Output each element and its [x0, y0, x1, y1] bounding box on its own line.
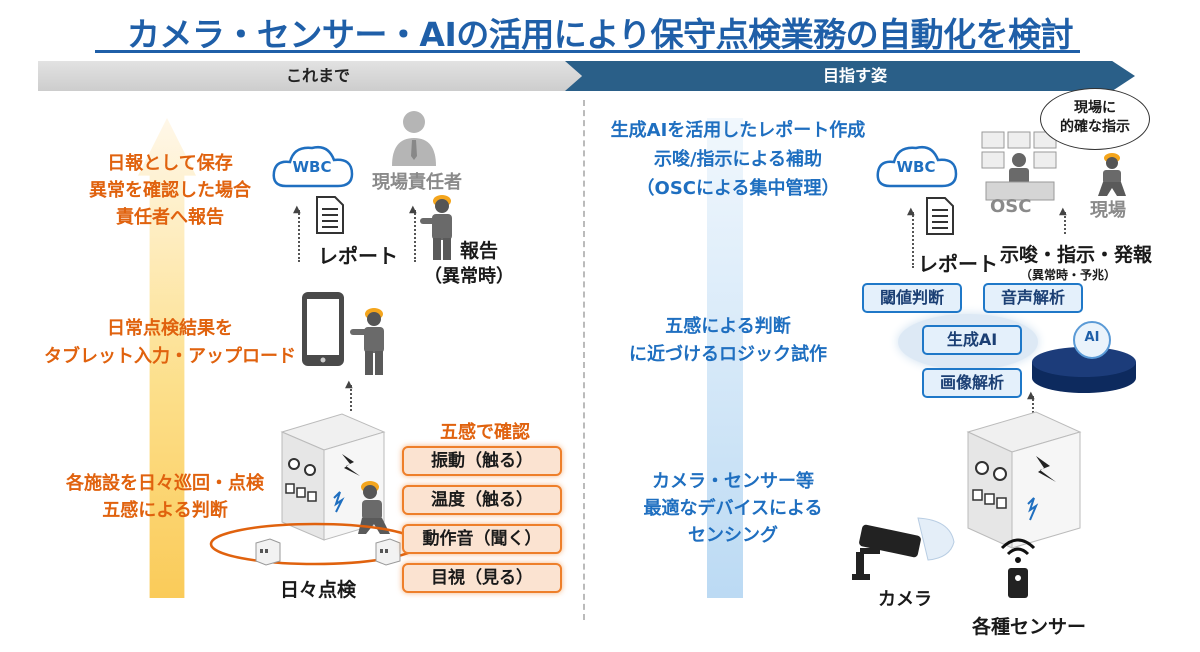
- right-step-bottom-line1: カメラ・センサー等: [652, 471, 814, 492]
- right-arrow-sensor-up: [1032, 396, 1034, 416]
- sense-sound: 動作音（聞く）: [402, 524, 562, 554]
- right-step-top: 生成AIを活用したレポート作成 示唆/指示による補助 （OSCによる集中管理）: [588, 116, 888, 203]
- control-room-icon: [981, 131, 1057, 201]
- ai-box-threshold: 閾値判断: [862, 283, 962, 313]
- left-step-mid-line2: タブレット入力・アップロード: [44, 346, 296, 367]
- left-step-mid-line1: 日常点検結果を: [107, 318, 233, 339]
- worker-icon: [420, 195, 452, 260]
- left-step-bottom: 各施設を日々巡回・点検 五感による判断: [20, 470, 310, 524]
- sense-vibration: 振動（触る）: [402, 446, 562, 476]
- band-before-label: これまで: [285, 66, 350, 85]
- left-step-top-line1: 日報として保存: [107, 153, 233, 174]
- right-arrow-report-up: [912, 212, 914, 268]
- left-step-bottom-line2: 五感による判断: [102, 500, 228, 521]
- arrow-up-icon: ▲: [345, 379, 353, 390]
- band-goal-label: 目指す姿: [822, 66, 887, 85]
- right-arrow-instruct-up: [1064, 212, 1066, 234]
- worker-icon: [350, 308, 384, 375]
- left-step-mid: 日常点検結果を タブレット入力・アップロード: [20, 315, 320, 371]
- ai-disk-icon: [1032, 321, 1136, 393]
- title-underline: [95, 50, 1080, 53]
- tablet-icon: [302, 292, 344, 366]
- report-document-icon: [316, 196, 344, 234]
- right-step-top-line2: 示唆/指示による補助: [653, 149, 823, 170]
- left-daily-label: 日々点検: [280, 579, 357, 601]
- band-before: [38, 61, 598, 91]
- left-arrow-tablet-up: [350, 385, 352, 411]
- camera-icon: [852, 517, 955, 580]
- left-arrow-notify-up: [414, 210, 416, 262]
- progress-arrow-right: [707, 118, 743, 598]
- right-instruct-sub-label: （異常時・予兆）: [1020, 268, 1117, 282]
- ai-badge: AI: [1084, 330, 1100, 345]
- right-instruct-label: 示唆・指示・発報: [1000, 244, 1153, 266]
- right-step-top-line1: 生成AIを活用したレポート作成: [610, 120, 866, 141]
- small-facility-icon: [255, 538, 281, 566]
- ai-box-voice: 音声解析: [983, 283, 1083, 313]
- manager-person-icon: [392, 111, 436, 166]
- sensors-label: 各種センサー: [972, 616, 1087, 638]
- left-arrow-report-up: [298, 210, 300, 262]
- cloud-icon: [272, 146, 354, 188]
- camera-label: カメラ: [878, 589, 932, 610]
- osc-label: OSC: [990, 196, 1032, 217]
- arrow-up-icon: ▲: [409, 204, 417, 215]
- left-step-top-line3: 責任者へ報告: [116, 207, 224, 228]
- left-step-bottom-line1: 各施設を日々巡回・点検: [66, 473, 264, 494]
- instruction-bubble: 現場に 的確な指示: [1040, 88, 1150, 150]
- right-step-mid: 五感による判断 に近づけるロジック試作: [598, 313, 858, 369]
- band-goal: [565, 61, 1135, 91]
- small-facility-icon: [375, 538, 401, 566]
- arrow-up-icon: ▲: [907, 206, 915, 217]
- facility-cabinet-icon: [966, 411, 1082, 549]
- left-step-top-line2: 異常を確認した場合: [89, 180, 251, 201]
- page-title: カメラ・センサー・AIの活用により保守点検業務の自動化を検討: [126, 15, 1074, 54]
- right-step-mid-line1: 五感による判断: [665, 316, 791, 337]
- sensor-icon: [1000, 538, 1036, 598]
- ai-box-genai: 生成AI: [922, 325, 1022, 355]
- cloud-icon: [876, 146, 958, 188]
- right-report-label: レポート: [918, 252, 998, 276]
- arrow-up-icon: ▲: [1059, 206, 1067, 217]
- sense-visual: 目視（見る）: [402, 563, 562, 593]
- bubble-line2: 的確な指示: [1060, 119, 1130, 135]
- left-report-label: レポート: [318, 244, 398, 268]
- left-manager-label: 現場責任者: [372, 172, 462, 193]
- left-notify-label: 報告: [460, 240, 499, 262]
- arrow-up-icon: ▲: [293, 204, 301, 215]
- right-wbc-label: WBC: [896, 158, 936, 176]
- left-notify-sub-label: （異常時）: [424, 266, 514, 287]
- right-step-bottom-line3: センシング: [688, 525, 778, 546]
- report-document-icon: [926, 197, 954, 235]
- section-divider: [583, 100, 585, 620]
- right-step-top-line3: （OSCによる集中管理）: [636, 178, 840, 199]
- bubble-line1: 現場に: [1074, 100, 1116, 116]
- worker-icon: [1098, 153, 1126, 196]
- right-step-bottom: カメラ・センサー等 最適なデバイスによる センシング: [608, 468, 858, 549]
- senses-title: 五感で確認: [440, 422, 530, 443]
- left-wbc-label: WBC: [292, 158, 332, 176]
- right-step-bottom-line2: 最適なデバイスによる: [643, 498, 823, 519]
- sense-temperature: 温度（触る）: [402, 485, 562, 515]
- site-label: 現場: [1090, 200, 1126, 221]
- ai-box-image: 画像解析: [922, 368, 1022, 398]
- arrow-up-icon: ▲: [1027, 390, 1035, 401]
- kneeling-worker-icon: [358, 481, 390, 534]
- left-step-top: 日報として保存 異常を確認した場合 責任者へ報告: [40, 150, 300, 231]
- right-step-mid-line2: に近づけるロジック試作: [629, 344, 827, 365]
